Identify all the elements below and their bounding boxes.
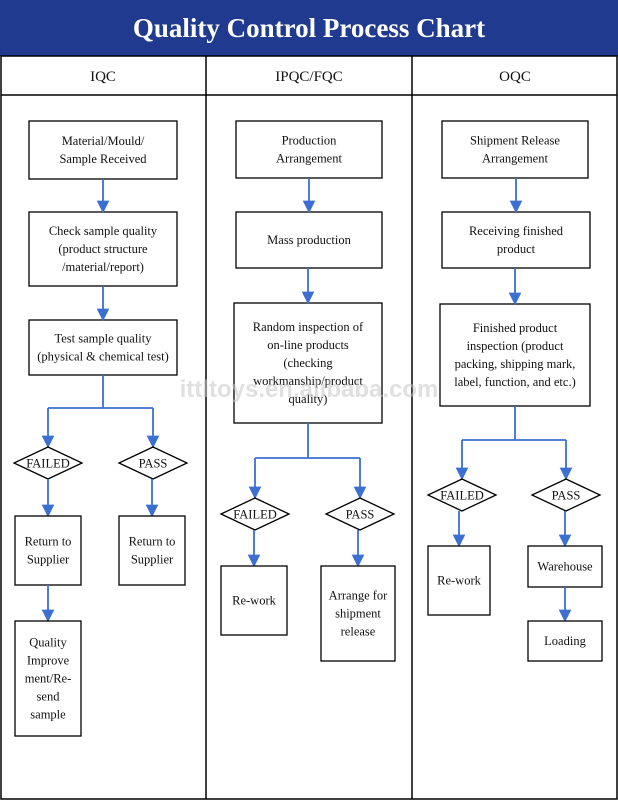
title-bar: Quality Control Process Chart bbox=[0, 0, 618, 56]
process-box-frame bbox=[28, 319, 178, 376]
pass-result-box: Loading bbox=[527, 620, 603, 662]
failed-result-box-text: Improve bbox=[27, 653, 70, 667]
process-box-text: Production bbox=[282, 133, 338, 147]
process-box-text: packing, shipping mark, bbox=[455, 357, 576, 371]
process-box-frame bbox=[28, 120, 178, 180]
process-box: Random inspection of on-line products (che… bbox=[233, 302, 383, 424]
process-box-text: /material/report) bbox=[62, 260, 144, 274]
process-box-text: Arrangement bbox=[276, 151, 342, 165]
decision-failed: FAILED bbox=[219, 497, 291, 531]
failed-result-box-frame bbox=[220, 565, 288, 636]
process-box-text: quality) bbox=[289, 392, 328, 406]
process-box-text: Random inspection of bbox=[253, 320, 364, 334]
failed-result-box-text: send bbox=[37, 689, 61, 703]
failed-result-box-text: Re-work bbox=[232, 593, 276, 607]
process-box-text: Shipment Release bbox=[470, 133, 560, 147]
process-box-frame bbox=[441, 120, 589, 179]
process-box-frame bbox=[235, 211, 383, 269]
pass-result-box-frame bbox=[527, 620, 603, 662]
failed-result-box-text: Supplier bbox=[27, 552, 70, 566]
decision-pass: PASS bbox=[530, 478, 602, 512]
process-box-text: Sample Received bbox=[59, 152, 147, 166]
watermark: ittltoys.en.alibaba.com bbox=[180, 376, 439, 403]
decision-pass-label: PASS bbox=[346, 508, 375, 522]
pass-result-box-text: Arrange for bbox=[329, 588, 388, 602]
chart-frame bbox=[0, 55, 618, 800]
process-box-text: Mass production bbox=[267, 233, 351, 247]
failed-result-box: Re-work bbox=[427, 545, 491, 616]
process-box: Mass production bbox=[235, 211, 383, 269]
pass-result-box-text: Return to bbox=[129, 534, 176, 548]
process-box: Test sample quality (physical & chemical … bbox=[28, 319, 178, 376]
process-box-frame bbox=[233, 302, 383, 424]
decision-failed: FAILED bbox=[426, 478, 498, 512]
pass-result-box-frame bbox=[320, 565, 396, 662]
decision-pass: PASS bbox=[324, 497, 396, 531]
decision-pass-label: PASS bbox=[139, 457, 168, 471]
pass-result-box-frame bbox=[527, 545, 603, 588]
process-box-frame bbox=[441, 211, 591, 269]
failed-result-box: Return to Supplier bbox=[14, 515, 82, 586]
failed-result-box-text: Quality bbox=[29, 635, 67, 649]
decision-failed-shape bbox=[219, 497, 291, 531]
column-header-oqc: OQC bbox=[499, 69, 531, 85]
process-box-text: product bbox=[497, 242, 536, 256]
failed-result-box-frame bbox=[427, 545, 491, 616]
decision-pass-shape bbox=[117, 446, 189, 480]
process-box-text: Material/Mould/ bbox=[62, 134, 145, 148]
failed-result-box-text: sample bbox=[30, 707, 66, 721]
failed-result-box-frame bbox=[14, 620, 82, 737]
process-box-text: (physical & chemical test) bbox=[37, 349, 169, 363]
process-box-text: workmanship/product bbox=[253, 374, 363, 388]
decision-failed-shape bbox=[426, 478, 498, 512]
decision-failed-label: FAILED bbox=[440, 489, 484, 503]
process-box: Check sample quality (product structure/m… bbox=[28, 211, 178, 287]
failed-result-box-frame bbox=[14, 515, 82, 586]
process-box-text: Test sample quality bbox=[54, 331, 152, 345]
process-box-frame bbox=[439, 303, 591, 407]
process-box-text: label, function, and etc.) bbox=[454, 375, 575, 389]
pass-result-box-text: release bbox=[341, 624, 376, 638]
process-box-text: Finished product bbox=[473, 321, 558, 335]
process-box-text: (product structure bbox=[58, 242, 148, 256]
process-box-text: inspection (product bbox=[467, 339, 564, 353]
pass-result-box-text: Loading bbox=[544, 634, 586, 648]
pass-result-box: Arrange for shipment release bbox=[320, 565, 396, 662]
failed-result-box-text: Return to bbox=[25, 534, 72, 548]
pass-result-box: Return to Supplier bbox=[118, 515, 186, 586]
column-header-iqc: IQC bbox=[90, 69, 116, 85]
process-box: Material/Mould/Sample Received bbox=[28, 120, 178, 180]
decision-failed-label: FAILED bbox=[233, 508, 277, 522]
process-box-text: on-line products bbox=[267, 338, 349, 352]
decision-pass-shape bbox=[324, 497, 396, 531]
process-box-text: (checking bbox=[283, 356, 333, 370]
decision-pass-shape bbox=[530, 478, 602, 512]
decision-pass-label: PASS bbox=[552, 489, 581, 503]
decision-failed: FAILED bbox=[12, 446, 84, 480]
pass-result-box-text: shipment bbox=[335, 606, 381, 620]
process-box: Finished product inspection (product packi… bbox=[439, 303, 591, 407]
pass-result-box-text: Warehouse bbox=[537, 559, 593, 573]
pass-result-box-text: Supplier bbox=[131, 552, 174, 566]
decision-failed-label: FAILED bbox=[26, 457, 70, 471]
column-header-ipqc-fqc: IPQC/FQC bbox=[275, 69, 343, 85]
decision-pass: PASS bbox=[117, 446, 189, 480]
process-box-text: Receiving finished bbox=[469, 224, 564, 238]
process-box-text: Arrangement bbox=[482, 151, 548, 165]
failed-result-box: Re-work bbox=[220, 565, 288, 636]
pass-result-box-frame bbox=[118, 515, 186, 586]
chart-title: Quality Control Process Chart bbox=[132, 12, 486, 43]
process-box: Receiving finished product bbox=[441, 211, 591, 269]
failed-result-box-text: ment/Re- bbox=[25, 671, 72, 685]
process-box-frame bbox=[28, 211, 178, 287]
failed-result-box-text: Re-work bbox=[437, 573, 481, 587]
pass-result-box: Warehouse bbox=[527, 545, 603, 588]
process-box-frame bbox=[235, 120, 383, 179]
process-box-text: Check sample quality bbox=[49, 224, 158, 238]
